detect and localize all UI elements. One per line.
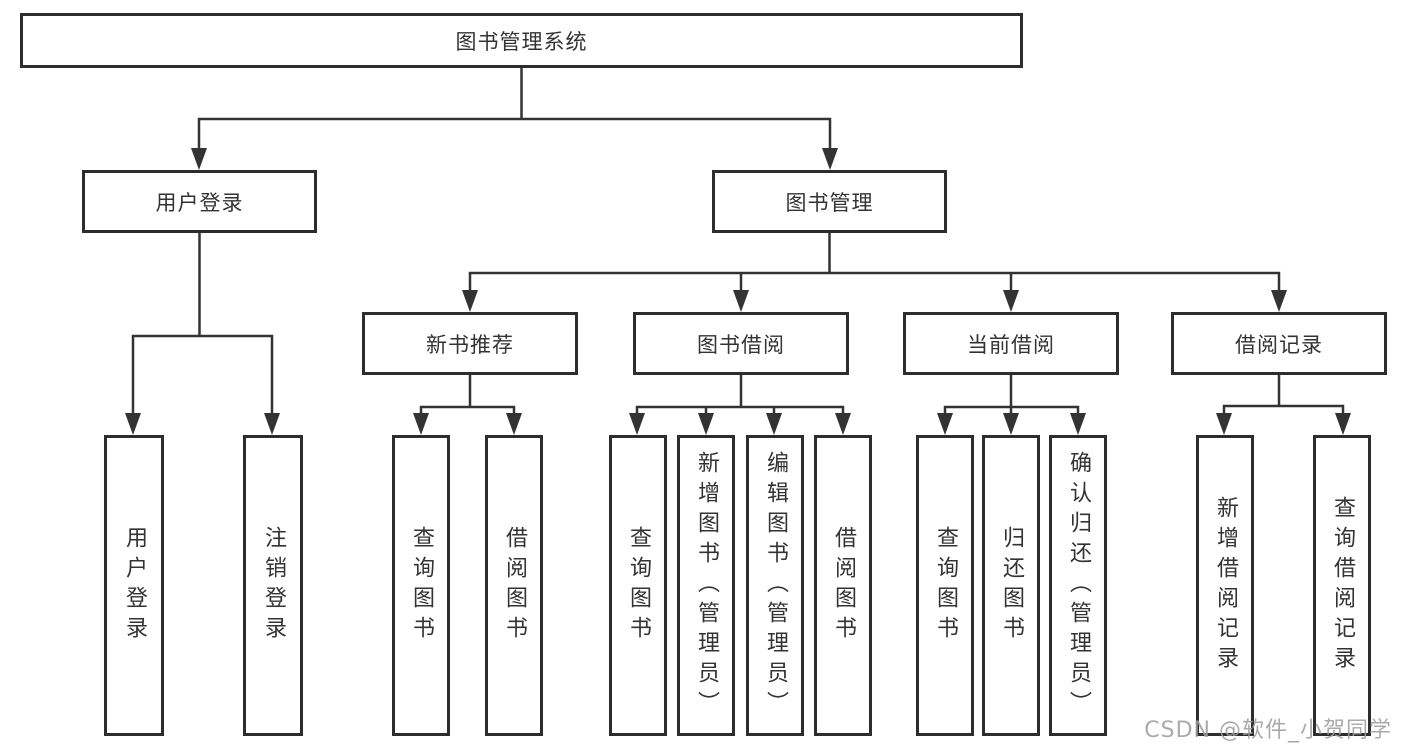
leaf-bb-add-book: 新增图书（管理员）	[677, 435, 735, 736]
connector-bookborrow-rail	[635, 405, 845, 416]
leaf-rec-query-book: 查询图书	[392, 435, 450, 736]
leaf-rec-query-book-label: 查询图书	[409, 525, 434, 646]
leaf-user-login: 用户登录	[104, 435, 164, 736]
node-current-borrow: 当前借阅	[903, 312, 1119, 375]
leaf-cb-query-book: 查询图书	[916, 435, 974, 736]
connector-bookmgmt-rail	[468, 271, 1281, 293]
leaf-bb-borrow-book-label: 借阅图书	[831, 525, 856, 646]
leaf-br-add-record-label: 新增借阅记录	[1213, 495, 1238, 676]
connector-currentborrow-rail	[943, 405, 1080, 416]
leaf-bb-query-book-label: 查询图书	[626, 525, 651, 646]
connector-borrowrecord-rail	[1222, 404, 1345, 416]
leaf-cb-confirm-return: 确认归还（管理员）	[1049, 435, 1107, 736]
leaf-cb-query-book-label: 查询图书	[933, 525, 958, 646]
leaf-bb-borrow-book: 借阅图书	[814, 435, 872, 736]
node-book-borrow: 图书借阅	[633, 312, 849, 375]
connector-root-rail	[197, 117, 832, 150]
node-book-management: 图书管理	[712, 170, 947, 233]
node-new-book-recommend: 新书推荐	[362, 312, 578, 375]
connector-newbookrec-rail	[419, 405, 516, 416]
leaf-bb-edit-book: 编辑图书（管理员）	[746, 435, 804, 736]
node-root-label: 图书管理系统	[455, 29, 588, 54]
node-current-borrow-label: 当前借阅	[967, 332, 1055, 357]
leaf-rec-borrow-book: 借阅图书	[485, 435, 543, 736]
leaf-cb-return-book: 归还图书	[982, 435, 1040, 736]
leaf-cb-return-book-label: 归还图书	[999, 525, 1024, 646]
node-user-login: 用户登录	[82, 170, 317, 233]
leaf-cb-confirm-return-label: 确认归还（管理员）	[1066, 450, 1091, 721]
node-root: 图书管理系统	[20, 13, 1023, 68]
node-borrow-record-label: 借阅记录	[1235, 332, 1323, 357]
connector-userlogin-rail	[131, 334, 274, 416]
leaf-logout-label: 注销登录	[261, 525, 286, 646]
node-user-login-label: 用户登录	[155, 190, 244, 215]
node-borrow-record: 借阅记录	[1171, 312, 1387, 375]
csdn-watermark: CSDN @软件_小贺同学	[1144, 718, 1392, 743]
leaf-user-login-label: 用户登录	[122, 525, 147, 646]
node-book-management-label: 图书管理	[785, 190, 874, 215]
leaf-br-query-record: 查询借阅记录	[1313, 435, 1371, 736]
leaf-logout: 注销登录	[243, 435, 303, 736]
leaf-br-query-record-label: 查询借阅记录	[1330, 495, 1355, 676]
leaf-rec-borrow-book-label: 借阅图书	[502, 525, 527, 646]
leaf-br-add-record: 新增借阅记录	[1196, 435, 1254, 736]
leaf-bb-query-book: 查询图书	[609, 435, 667, 736]
node-book-borrow-label: 图书借阅	[697, 332, 785, 357]
leaf-bb-edit-book-label: 编辑图书（管理员）	[763, 450, 788, 721]
node-new-book-recommend-label: 新书推荐	[426, 332, 514, 357]
leaf-bb-add-book-label: 新增图书（管理员）	[694, 450, 719, 721]
